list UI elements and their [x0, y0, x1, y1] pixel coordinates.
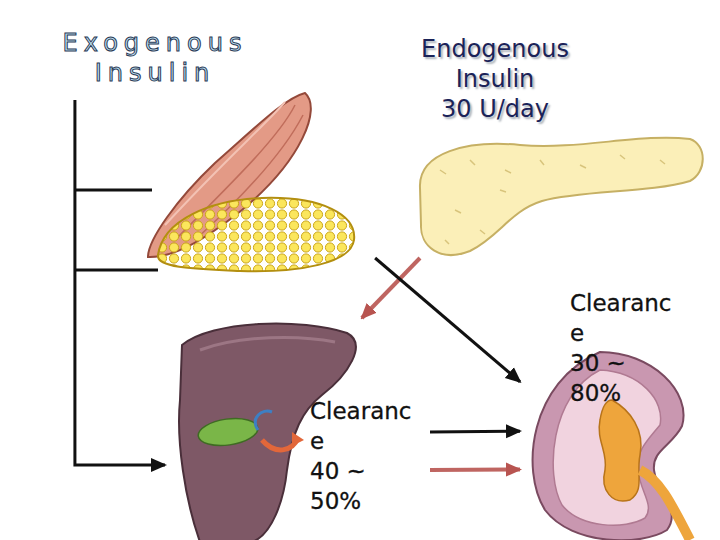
- fat-illustration: [158, 198, 354, 271]
- flow-arrow: [430, 467, 520, 472]
- flow-arrow: [75, 100, 165, 465]
- node-heading: Clearanc e: [570, 288, 678, 348]
- pancreas-shape: [420, 138, 703, 255]
- branch-line: [75, 269, 158, 272]
- node-value: 30 ~ 80%: [570, 348, 678, 408]
- node-heading: Clearanc e: [310, 396, 418, 456]
- gallbladder: [196, 415, 259, 449]
- node-heading: Endogenous Insulin: [395, 34, 595, 94]
- liver-highlight: [200, 337, 335, 350]
- flow-arrow: [375, 258, 520, 382]
- node-heading: Exogenous Insulin: [45, 28, 265, 88]
- node-value: 40 ~ 50%: [310, 456, 418, 516]
- pancreas-illustration: [420, 138, 703, 255]
- fat-tissue: [158, 198, 354, 271]
- ureter: [640, 470, 690, 540]
- branch-line: [75, 189, 152, 192]
- branch-lines: [75, 190, 158, 270]
- pancreas-node: Endogenous Insulin30 U/day: [370, 30, 710, 258]
- bile-duct: [255, 411, 272, 430]
- liver-node: Clearanc e40 ~ 50%: [165, 318, 430, 530]
- renal-pelvis: [599, 400, 641, 501]
- pancreas-texture: [440, 155, 665, 244]
- flow-arrow: [430, 430, 520, 434]
- node-value: 30 U/day: [395, 94, 595, 124]
- source-label: Exogenous Insulin: [45, 26, 265, 100]
- kidney-node: Clearanc e30 ~ 80%: [520, 288, 700, 540]
- portal-vessel-head: [292, 432, 304, 446]
